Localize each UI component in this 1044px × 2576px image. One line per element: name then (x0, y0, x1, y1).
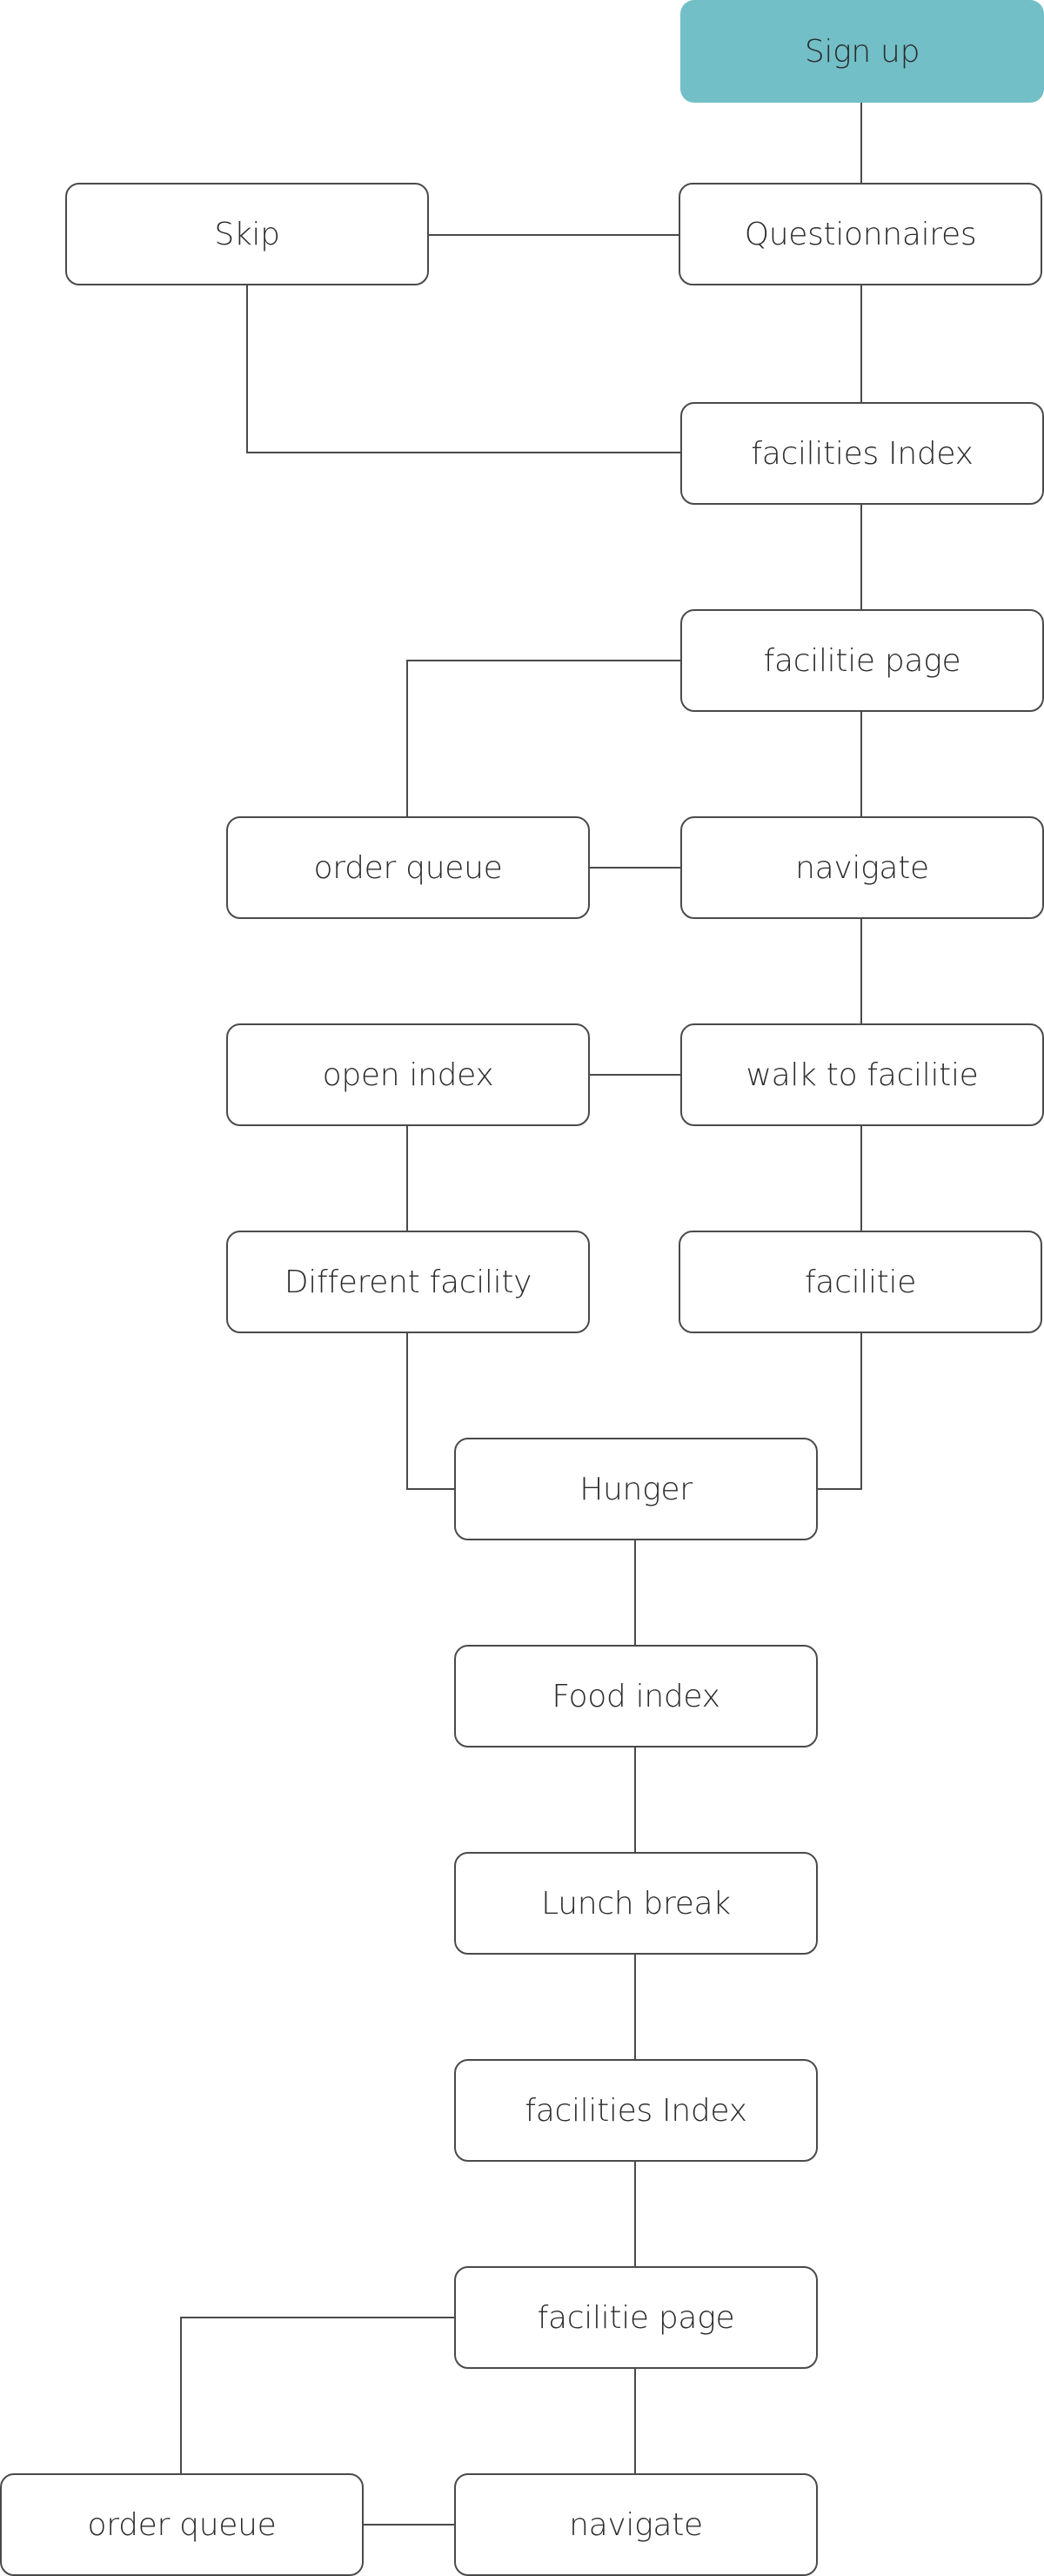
node-order-queue-2: order queue (0, 2473, 364, 2576)
edge-facilitie-page-order-queue (406, 660, 680, 816)
node-hunger: Hunger (454, 1438, 818, 1540)
node-facilitie-page-1: facilitie page (680, 609, 1044, 712)
node-lunch-break: Lunch break (454, 1852, 818, 1955)
edge-facilitie-hunger (816, 1333, 862, 1490)
node-navigate-2: navigate (454, 2473, 818, 2576)
node-walk-to-facilitie: walk to facilitie (680, 1023, 1044, 1126)
edge-facilitie-page-order-queue-2 (180, 2317, 454, 2473)
node-navigate-1: navigate (680, 816, 1044, 919)
node-facilitie: facilitie (679, 1231, 1042, 1333)
node-questionnaires: Questionnaires (679, 183, 1042, 285)
node-skip: Skip (65, 183, 429, 285)
node-open-index: open index (226, 1023, 590, 1126)
node-sign-up: Sign up (680, 0, 1044, 103)
node-different-facility: Different facility (226, 1231, 590, 1333)
node-facilities-index-1: facilities Index (680, 402, 1044, 505)
node-food-index: Food index (454, 1645, 818, 1748)
node-facilities-index-2: facilities Index (454, 2059, 818, 2162)
node-order-queue-1: order queue (226, 816, 590, 919)
edge-skip-facilities-index (246, 285, 680, 453)
edge-different-facility-hunger (406, 1333, 454, 1490)
node-facilitie-page-2: facilitie page (454, 2266, 818, 2369)
